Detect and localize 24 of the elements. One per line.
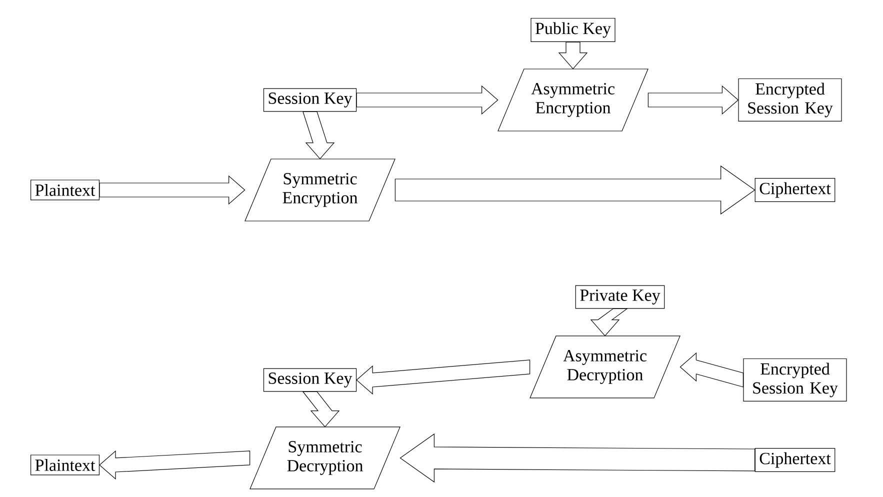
process-parallelogram: Symmetric Encryption (244, 158, 396, 222)
block-arrow (356, 360, 530, 395)
process-box: Private Key (575, 285, 665, 309)
process-box: Encrypted Session Key (743, 358, 847, 402)
block-arrow (99, 450, 250, 480)
block-arrow (400, 433, 756, 483)
block-arrow (680, 352, 744, 388)
process-box: Session Key (263, 368, 357, 392)
block-arrow (302, 111, 335, 160)
process-parallelogram: Asymmetric Encryption (498, 68, 648, 132)
block-arrow (558, 42, 588, 70)
process-parallelogram: Symmetric Decryption (250, 426, 400, 490)
process-box: Ciphertext (754, 448, 836, 472)
process-parallelogram: Asymmetric Decryption (530, 336, 680, 398)
process-box: Session Key (263, 88, 357, 112)
process-box: Ciphertext (754, 178, 836, 202)
block-arrow (394, 165, 756, 215)
process-box: Encrypted Session Key (738, 78, 842, 122)
block-arrow (356, 85, 498, 115)
block-arrow (99, 175, 246, 205)
block-arrow (648, 85, 739, 115)
process-box: Plaintext (30, 454, 100, 476)
process-box: Plaintext (30, 180, 100, 200)
process-box: Public Key (530, 18, 616, 42)
